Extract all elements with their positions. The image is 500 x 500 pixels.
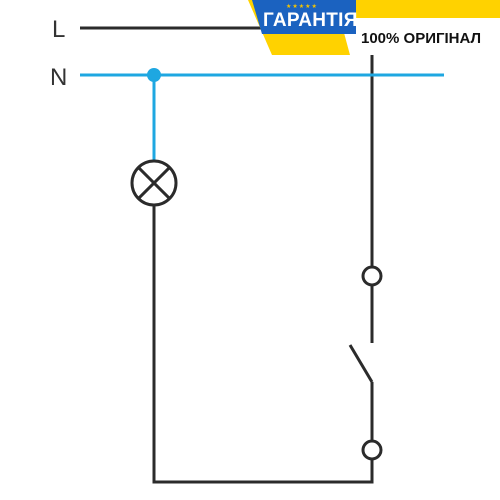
badge-title: ГАРАНТІЯ (263, 10, 358, 31)
neutral-terminal-label: N (50, 64, 67, 91)
badge-subtitle: 100% ОРИГІНАЛ (361, 30, 481, 47)
switch-icon (348, 265, 383, 461)
warranty-badge: ★★★★★ ГАРАНТІЯ 100% ОРИГІНАЛ (248, 0, 500, 55)
lamp-icon (130, 159, 178, 207)
badge-stars-icon: ★★★★★ (286, 3, 318, 10)
badge-blue-banner (252, 0, 356, 34)
return-wire (152, 205, 374, 484)
badge-white-band (340, 18, 500, 55)
line-terminal-label: L (52, 16, 65, 43)
